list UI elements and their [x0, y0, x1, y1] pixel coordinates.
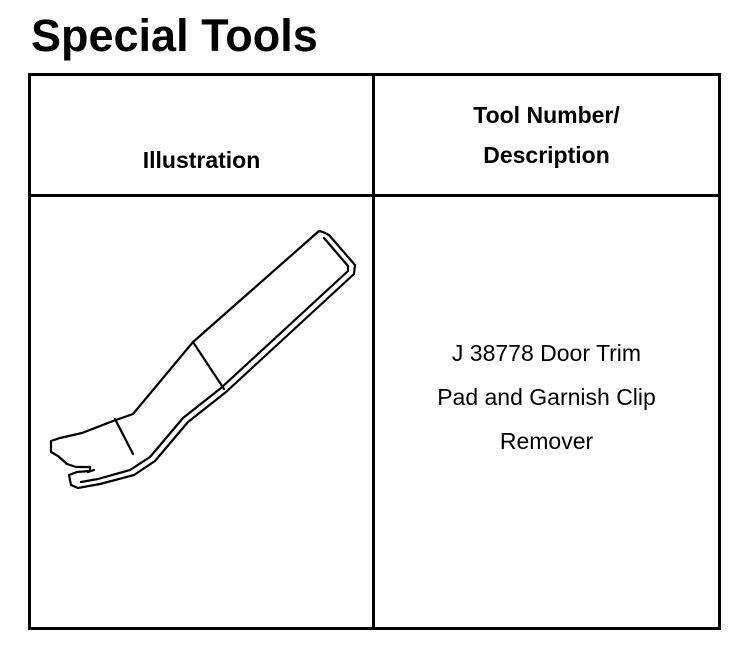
tool-description-line: Pad and Garnish Clip	[437, 384, 656, 410]
door-trim-clip-remover-icon	[49, 229, 357, 489]
tool-number-column-header: Tool Number/ Description	[372, 73, 721, 197]
illustration-column-header: Illustration	[28, 73, 375, 197]
tool-number-header-line1: Tool Number/	[473, 102, 620, 128]
tool-description: J 38778 Door Trim Pad and Garnish Clip R…	[375, 331, 718, 463]
description-cell: J 38778 Door Trim Pad and Garnish Clip R…	[372, 194, 721, 630]
tool-description-line: Remover	[499, 428, 594, 454]
special-tools-table: Illustration Tool Number/ Description	[28, 73, 721, 630]
tool-description-line: J 38778 Door Trim	[451, 340, 642, 366]
page-title: Special Tools	[31, 10, 318, 61]
table-row: J 38778 Door Trim Pad and Garnish Clip R…	[28, 194, 721, 630]
illustration-cell	[28, 194, 375, 630]
table-header-row: Illustration Tool Number/ Description	[28, 73, 721, 197]
illustration-header-label: Illustration	[142, 147, 261, 173]
tool-number-header-line2: Description	[483, 142, 610, 168]
